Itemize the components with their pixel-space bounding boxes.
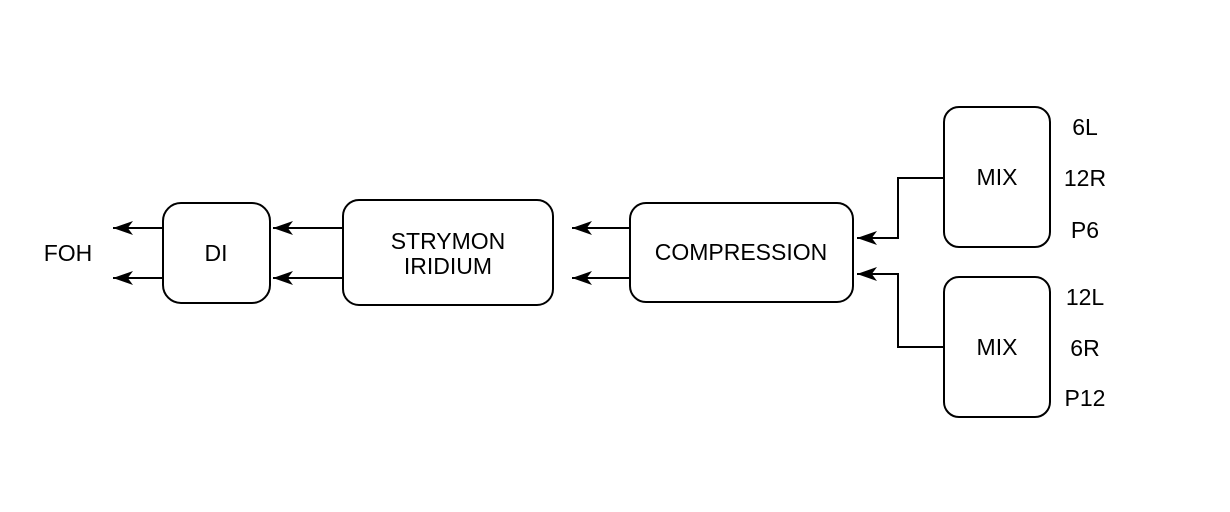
mix-top-label: MIX: [977, 164, 1018, 190]
node-compression: COMPRESSION: [629, 202, 854, 303]
mix-bottom-port-label-1: 12L: [1066, 284, 1105, 310]
connector-mix-bottom-to-compression: [857, 267, 944, 348]
compression-label: COMPRESSION: [655, 239, 828, 265]
connector-mix-top-to-compression: [857, 177, 944, 245]
node-mix-top: MIX: [943, 106, 1051, 248]
di-box: [162, 202, 271, 304]
mix-top-port-label-3: P6: [1071, 217, 1099, 243]
di-label: DI: [205, 240, 228, 266]
node-di: DI: [162, 202, 271, 304]
node-strymon-iridium: STRYMON IRIDIUM: [342, 199, 554, 306]
strymon-iridium-label-line1: STRYMON: [391, 228, 506, 254]
mix-bottom-label: MIX: [977, 334, 1018, 360]
mix-bottom-box: [943, 276, 1051, 418]
foh-label: FOH: [44, 240, 93, 266]
mix-bottom-port-label-2: 6R: [1070, 335, 1099, 361]
strymon-iridium-label-line2: IRIDIUM: [404, 253, 492, 279]
mix-top-port-label-1: 6L: [1072, 114, 1098, 140]
mix-top-box: [943, 106, 1051, 248]
mix-top-port-label-2: 12R: [1064, 165, 1106, 191]
mix-bottom-port-label-3: P12: [1065, 385, 1106, 411]
compression-box: [629, 202, 854, 303]
node-mix-bottom: MIX: [943, 276, 1051, 418]
strymon-iridium-box: [342, 199, 554, 306]
